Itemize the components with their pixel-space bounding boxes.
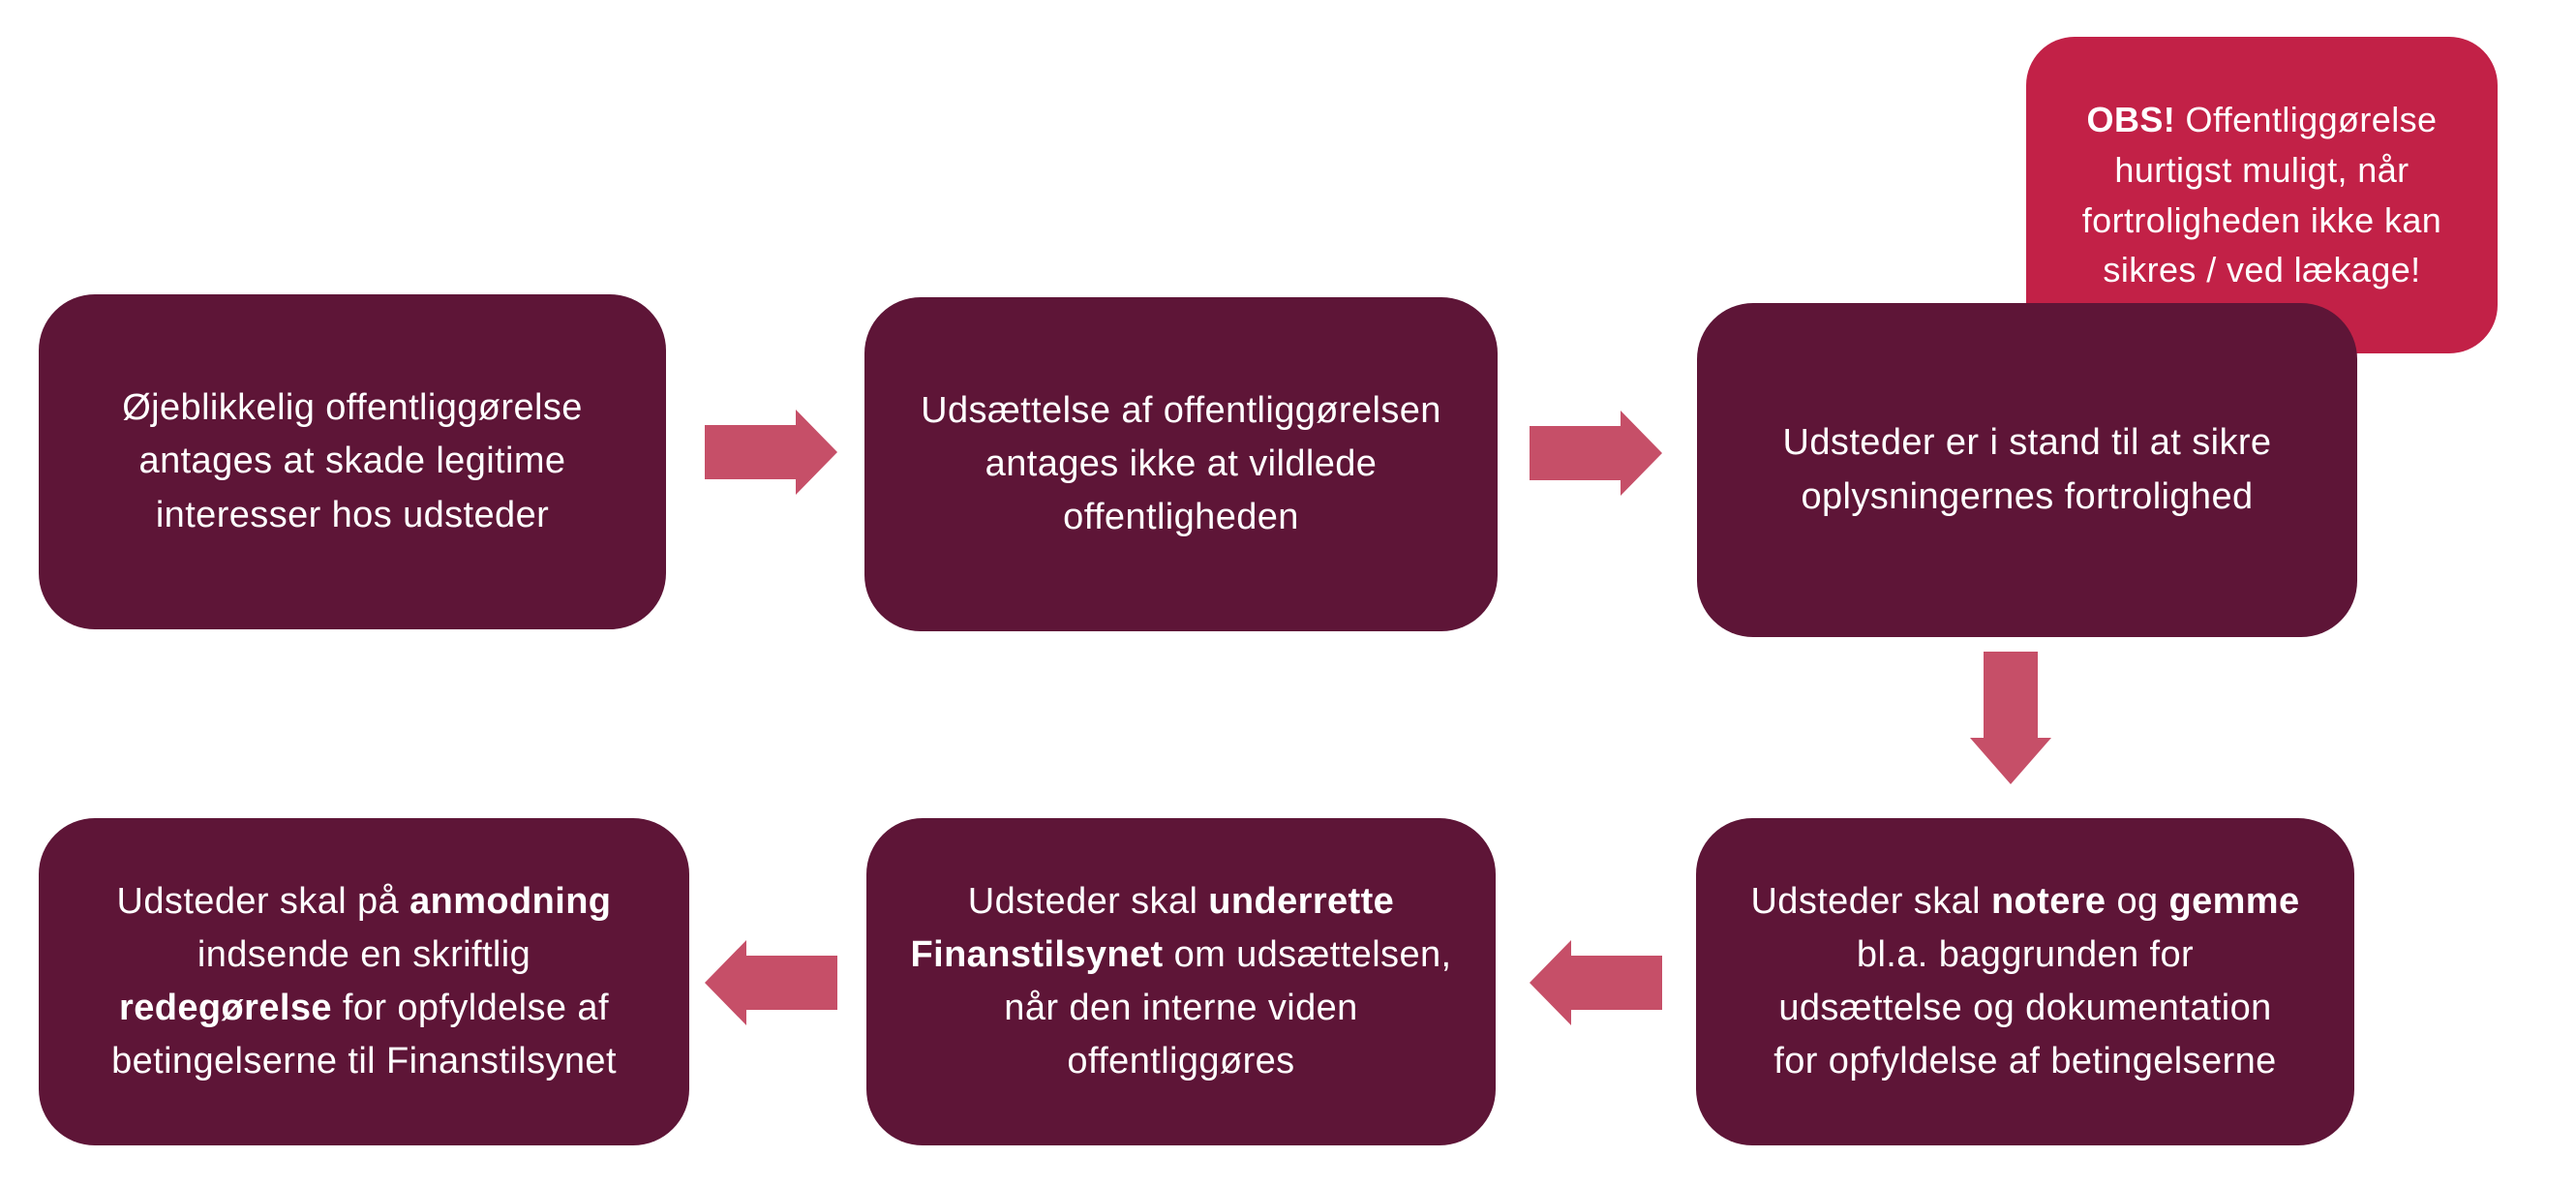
step-box-3-text: Udsteder er i stand til at sikre oplysni… — [1782, 422, 2272, 517]
step-box-2-text: Udsættelse af offentliggørelsen antages … — [921, 389, 1441, 538]
step-box-2: Udsættelse af offentliggørelsen antages … — [864, 297, 1498, 631]
arrow-left-icon-2 — [705, 940, 837, 1025]
step-box-6-text: Udsteder skal på anmodning indsende en s… — [111, 880, 617, 1082]
obs-callout: OBS! Offentliggørelse hurtigst muligt, n… — [2026, 37, 2498, 353]
step-box-6: Udsteder skal på anmodning indsende en s… — [39, 818, 689, 1145]
step-box-4-text: Udsteder skal notere og gemme bl.a. bagg… — [1750, 880, 2300, 1082]
obs-callout-text: OBS! Offentliggørelse hurtigst muligt, n… — [2081, 99, 2442, 290]
step-box-5-text: Udsteder skal underrette Finanstilsynet … — [910, 880, 1452, 1082]
step-box-4: Udsteder skal notere og gemme bl.a. bagg… — [1696, 818, 2354, 1145]
step-box-1: Øjeblikkelig offentliggørelse antages at… — [39, 294, 666, 629]
step-box-3: Udsteder er i stand til at sikre oplysni… — [1697, 303, 2357, 637]
arrow-down-icon — [1970, 652, 2051, 784]
arrow-right-icon-2 — [1530, 411, 1662, 496]
step-box-1-text: Øjeblikkelig offentliggørelse antages at… — [122, 387, 583, 535]
arrow-left-icon-1 — [1530, 940, 1662, 1025]
arrow-right-icon-1 — [705, 410, 837, 495]
step-box-5: Udsteder skal underrette Finanstilsynet … — [866, 818, 1496, 1145]
